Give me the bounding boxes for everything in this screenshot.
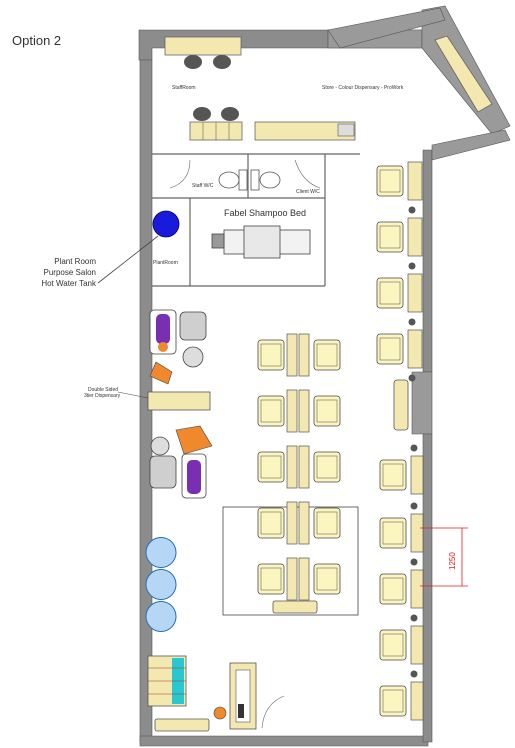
styling-chair bbox=[313, 451, 341, 483]
back-bar-station bbox=[410, 455, 424, 495]
island-station bbox=[286, 333, 298, 377]
footrest-icon bbox=[408, 374, 416, 382]
back-bar-station bbox=[407, 217, 423, 257]
back-bar-station bbox=[407, 273, 423, 313]
back-bar-station bbox=[410, 569, 424, 609]
left-station-lower bbox=[149, 425, 213, 499]
island-station bbox=[286, 445, 298, 489]
footrest-icon bbox=[408, 262, 416, 270]
styling-chair bbox=[379, 629, 407, 661]
annotation-line-3: Hot Water Tank bbox=[41, 279, 97, 288]
centre-tray bbox=[272, 600, 318, 614]
toilets bbox=[218, 169, 281, 191]
dimension-marker bbox=[420, 527, 468, 587]
footrest-icon bbox=[410, 558, 418, 566]
dispensary-label-2: 3tier Dispensary bbox=[84, 393, 121, 399]
footrest-icon bbox=[410, 502, 418, 510]
left-station-upper bbox=[149, 309, 207, 385]
store-shelf bbox=[434, 35, 493, 113]
footrest-icon bbox=[408, 206, 416, 214]
island-station bbox=[286, 389, 298, 433]
back-bar-station bbox=[410, 681, 424, 721]
footrest-icon bbox=[410, 670, 418, 678]
styling-chair bbox=[313, 507, 341, 539]
hot-water-tank-icon bbox=[152, 210, 180, 238]
door-swing bbox=[294, 159, 321, 189]
styling-chairs bbox=[257, 161, 424, 721]
styling-chair bbox=[257, 395, 285, 427]
styling-chair bbox=[257, 451, 285, 483]
styling-chair bbox=[257, 339, 285, 371]
styling-chair bbox=[376, 221, 404, 253]
styling-chair bbox=[313, 339, 341, 371]
annotation-line-1: Plant Room bbox=[54, 257, 96, 266]
waiting-seats bbox=[145, 537, 177, 632]
styling-chair bbox=[379, 459, 407, 491]
styling-chair bbox=[313, 563, 341, 595]
footrest-icon bbox=[408, 318, 416, 326]
back-bar-station bbox=[410, 625, 424, 665]
dimension-label: 1250 bbox=[448, 552, 457, 570]
shampoo-bed-label: Fabel Shampoo Bed bbox=[224, 208, 306, 218]
staff-room-label: StaffRoom bbox=[172, 85, 196, 91]
dispensary-label-1: Double Sided bbox=[88, 387, 118, 393]
styling-chair bbox=[376, 333, 404, 365]
back-bar-station bbox=[410, 513, 424, 553]
client-wc-label: Client W/C bbox=[296, 189, 320, 195]
annotation-line-2: Purpose Salon bbox=[44, 268, 96, 277]
interior-walls bbox=[152, 153, 360, 287]
outer-walls bbox=[138, 5, 511, 747]
styling-chair bbox=[376, 277, 404, 309]
island-station bbox=[298, 333, 310, 377]
back-bar-station bbox=[407, 329, 423, 369]
styling-chair bbox=[257, 507, 285, 539]
shampoo-bed-icon bbox=[211, 225, 311, 259]
styling-chair bbox=[257, 563, 285, 595]
island-station bbox=[298, 389, 310, 433]
page-title: Option 2 bbox=[12, 33, 61, 48]
entrance-door-swing bbox=[261, 695, 285, 729]
footrest-icon bbox=[410, 444, 418, 452]
styling-chair bbox=[379, 573, 407, 605]
back-bar-station bbox=[407, 161, 423, 201]
door-swing bbox=[169, 159, 191, 189]
styling-chair bbox=[379, 685, 407, 717]
plant-room-label: PlantRoom bbox=[153, 260, 178, 266]
staff-wc-label: Staff W/C bbox=[192, 183, 214, 189]
styling-chair bbox=[376, 165, 404, 197]
island-station bbox=[298, 445, 310, 489]
staff-room-furniture bbox=[164, 36, 356, 141]
dispensary-icon bbox=[147, 391, 211, 411]
island-station bbox=[286, 501, 298, 545]
island-station bbox=[286, 557, 298, 601]
styling-chair bbox=[313, 395, 341, 427]
hot-water-annotation: Plant Room Purpose Salon Hot Water Tank bbox=[41, 235, 159, 288]
reception-desk bbox=[213, 662, 257, 730]
right-bench bbox=[393, 379, 409, 431]
island-station bbox=[298, 501, 310, 545]
store-label: Store - Colour Dispensary - ProWork bbox=[322, 85, 404, 91]
styling-chair bbox=[379, 517, 407, 549]
footrest-icon bbox=[410, 614, 418, 622]
retail-shelf bbox=[147, 655, 210, 732]
dispensary-leader bbox=[117, 391, 149, 399]
island-station bbox=[298, 557, 310, 601]
